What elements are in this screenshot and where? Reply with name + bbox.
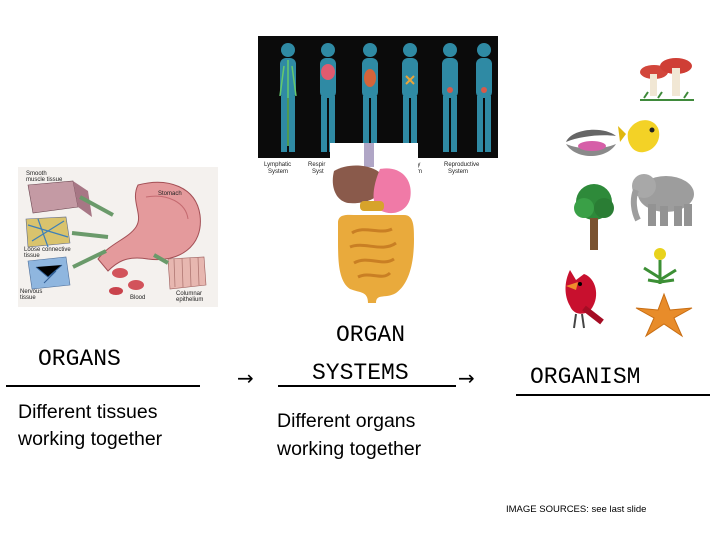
cardinal-image [554, 266, 606, 330]
image-sources-note: IMAGE SOURCES: see last slide [506, 504, 647, 515]
organism-heading: ORGANISM [530, 364, 641, 390]
organ-systems-description-line1: Different organs [277, 410, 416, 432]
arrow-2-icon: → [458, 366, 475, 390]
elephant-image [630, 164, 702, 228]
organism-blank-line [516, 394, 710, 396]
label-smooth: Smooth [26, 171, 47, 177]
digestive-organs-image [330, 143, 418, 307]
starfish-image [634, 292, 694, 338]
mushrooms-image [638, 46, 696, 104]
organs-heading: ORGANS [38, 346, 121, 372]
organ-systems-heading-line1: ORGAN [336, 322, 406, 348]
organs-description-line2: working together [18, 428, 163, 450]
organ-systems-description-line2: working together [277, 438, 422, 460]
label-system1: System [268, 169, 288, 175]
organs-description-line1: Different tissues [18, 401, 158, 423]
dandelion-image [634, 244, 686, 286]
label-muscle: muscle tissue [26, 177, 63, 183]
tissues-stomach-image: Smooth muscle tissue Stomach Loose conne… [18, 167, 218, 307]
label-reproductive: Reproductive [444, 162, 480, 168]
label-respiratory: Respir [308, 162, 325, 168]
clam-image [562, 126, 620, 166]
tree-image [572, 182, 616, 252]
label-stomach: Stomach [158, 191, 182, 197]
organ-systems-heading-line2: SYSTEMS [312, 360, 409, 386]
label-loose: Loose connective [24, 247, 71, 253]
arrow-1-icon: → [237, 366, 254, 390]
organ-systems-blank-line [278, 385, 456, 387]
fish-image [618, 112, 666, 158]
label-system4: System [448, 169, 468, 175]
label-tissue: tissue [24, 253, 40, 259]
organs-blank-line [6, 385, 200, 387]
label-ntissue: tissue [20, 295, 36, 301]
label-epithelium: epithelium [176, 297, 203, 303]
label-blood: Blood [130, 295, 145, 301]
label-system2: Syst [312, 169, 324, 175]
label-lymphatic: Lymphatic [264, 162, 291, 168]
label-nervous: Nervous [20, 289, 42, 295]
label-columnar: Columnar [176, 291, 202, 297]
